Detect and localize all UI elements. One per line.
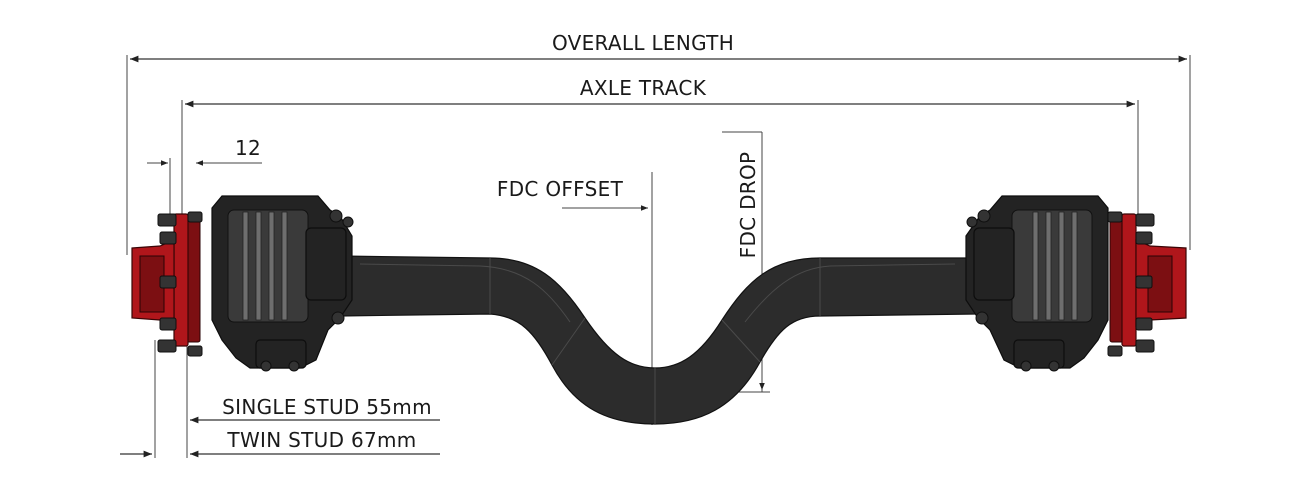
single-stud-label: SINGLE STUD 55mm — [222, 395, 432, 419]
overall-length-dimension: OVERALL LENGTH — [126, 31, 1191, 255]
fdc-offset-dimension: FDC OFFSET — [497, 172, 653, 425]
fdc-drop-label: FDC DROP — [736, 152, 760, 259]
fdc-offset-label: FDC OFFSET — [497, 177, 624, 201]
axle-track-label: AXLE TRACK — [580, 76, 707, 100]
stud-offset-label: 12 — [235, 136, 261, 160]
left-wheel-end — [131, 195, 354, 372]
twin-stud-label: TWIN STUD 67mm — [226, 428, 416, 452]
right-wheel-end — [965, 195, 1187, 372]
axle-beam — [339, 255, 976, 425]
stud-offset-dimension: 12 — [147, 136, 262, 215]
axle-track-dimension: AXLE TRACK — [181, 76, 1139, 215]
overall-length-label: OVERALL LENGTH — [552, 31, 734, 55]
stud-length-dimensions: SINGLE STUD 55mm TWIN STUD 67mm — [120, 340, 440, 458]
